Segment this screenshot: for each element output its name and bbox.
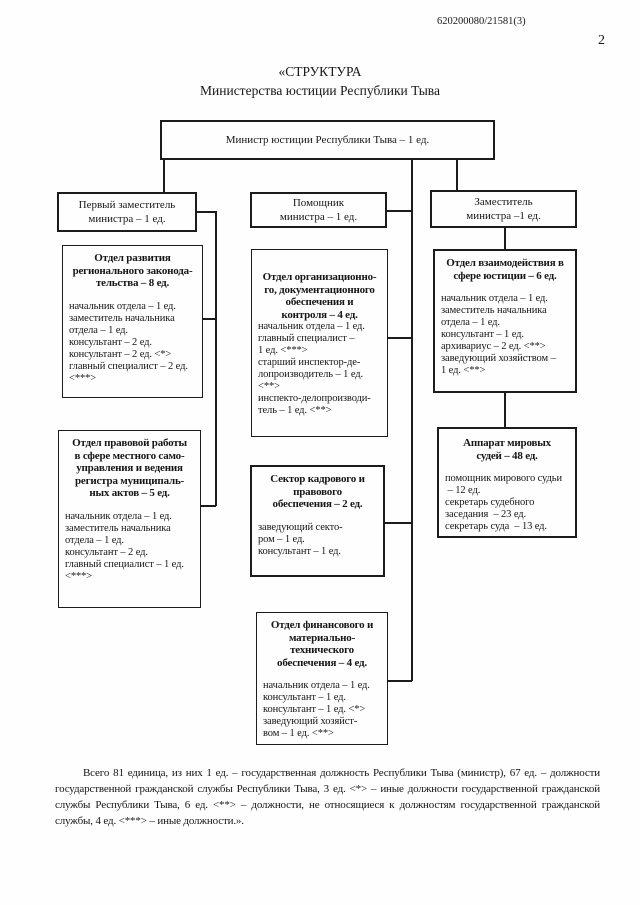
dept-org-title: Отдел организационно- го, документационн…	[262, 271, 377, 321]
footer-note: Всего 81 единица, из них 1 ед. – государ…	[55, 767, 600, 827]
connector-left-trunk	[215, 211, 217, 506]
connector-sector-hr-stub	[385, 522, 412, 524]
box-minister: Министр юстиции Республики Тыва – 1 ед.	[160, 120, 495, 160]
doc-number: 620200080/21581(3)	[437, 16, 526, 27]
box-dept-legal: Отдел правовой работы в сфере местного с…	[58, 430, 201, 608]
connector-dept-justice-to-court-apparatus	[504, 393, 506, 427]
box-sector-hr: Сектор кадрового и правового обеспечения…	[250, 465, 385, 577]
box-dept-regional: Отдел развития регионального законода- т…	[62, 245, 203, 398]
connector-first-deputy-stub	[197, 211, 216, 213]
box-dept-org: Отдел организационно- го, документационн…	[251, 249, 388, 437]
connector-minister-middle-trunk	[411, 159, 413, 681]
dept-finance-staff-list: начальник отдела – 1 ед. консультант – 1…	[263, 680, 370, 739]
dept-regional-staff-list: начальник отдела – 1 ед. заместитель нач…	[69, 300, 188, 384]
dept-legal-staff-list: начальник отдела – 1 ед. заместитель нач…	[65, 510, 184, 582]
page-number: 2	[598, 33, 605, 48]
connector-dept-org-stub	[388, 337, 412, 339]
dept-finance-title: Отдел финансового и материально- техниче…	[270, 619, 374, 669]
sector-hr-title: Сектор кадрового и правового обеспечения…	[270, 473, 365, 510]
sector-hr-staff-list: заведующий секто- ром – 1 ед. консультан…	[258, 521, 343, 557]
connector-dept-legal-stub	[201, 505, 216, 507]
court-apparatus-title: Аппарат мировых судей – 48 ед.	[463, 437, 551, 462]
box-dept-finance: Отдел финансового и материально- техниче…	[256, 612, 388, 745]
dept-org-staff-list: начальник отдела – 1 ед. главный специал…	[258, 321, 371, 416]
connector-minister-to-first-deputy	[163, 159, 165, 192]
dept-regional-title: Отдел развития регионального законода- т…	[72, 252, 193, 289]
box-deputy: Заместитель министра –1 ед.	[430, 190, 577, 228]
connector-dept-finance-stub	[388, 680, 412, 682]
box-court-apparatus: Аппарат мировых судей – 48 ед. помощник …	[437, 427, 577, 538]
dept-justice-title: Отдел взаимодействия в сфере юстиции – 6…	[446, 257, 564, 282]
connector-minister-to-deputy	[456, 159, 458, 190]
box-first-deputy: Первый заместитель министра – 1 ед.	[57, 192, 197, 232]
connector-assistant-stub	[387, 210, 412, 212]
court-apparatus-staff-list: помощник мирового судьи – 12 ед. секрета…	[445, 473, 562, 532]
connector-dept-regional-stub	[203, 318, 216, 320]
box-dept-justice: Отдел взаимодействия в сфере юстиции – 6…	[433, 249, 577, 393]
dept-legal-title: Отдел правовой работы в сфере местного с…	[72, 437, 187, 499]
box-assistant: Помощник министра – 1 ед.	[250, 192, 387, 228]
page-title: «СТРУКТУРА Министерства юстиции Республи…	[200, 64, 440, 98]
dept-justice-staff-list: начальник отдела – 1 ед. заместитель нач…	[441, 293, 556, 376]
connector-deputy-to-dept-justice	[504, 228, 506, 250]
